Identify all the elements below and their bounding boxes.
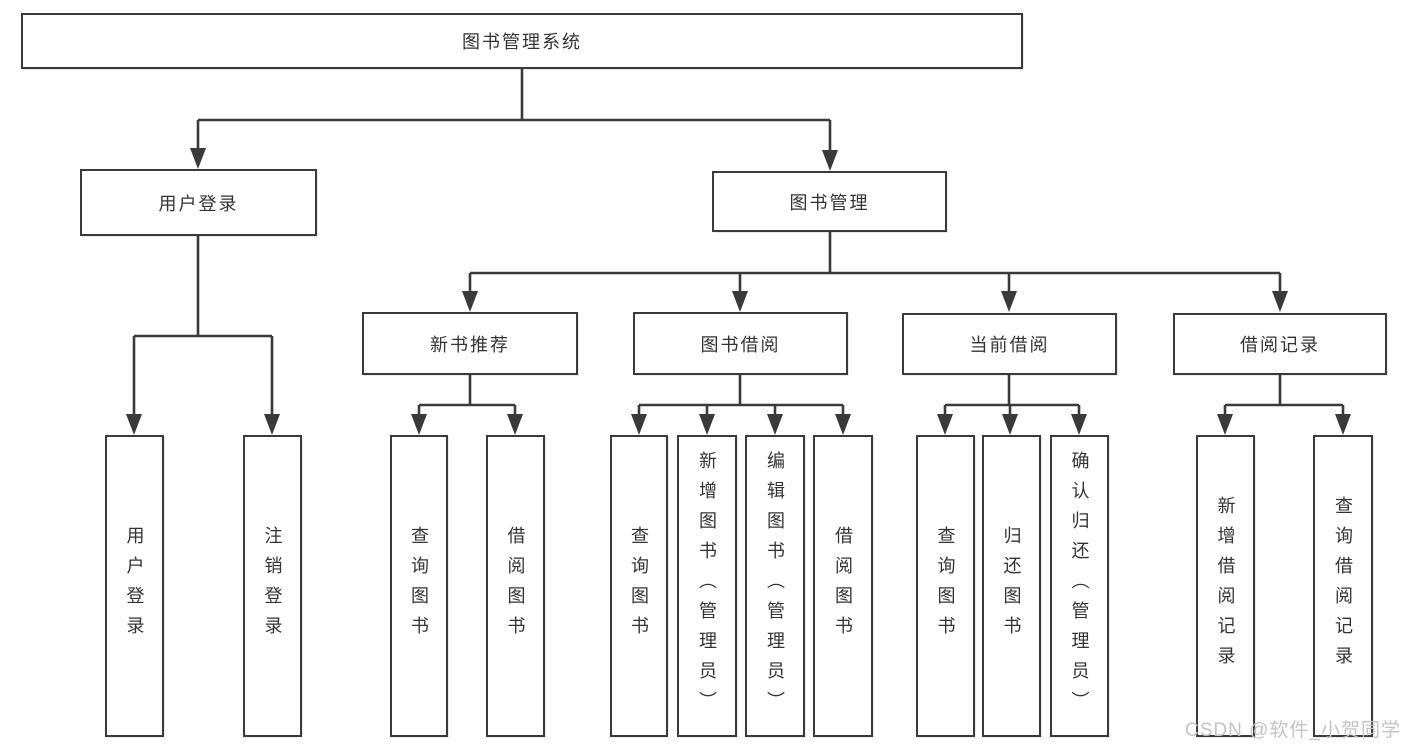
node-current-borrowing: 当前借阅 [902,313,1117,375]
connector-current-borrow-to-leaves [943,375,1081,416]
connector-root-to-level2 [196,69,832,151]
leaf-borrow-books-recommend: 借阅图书 [486,435,545,737]
leaf-query-borrow-record: 查询借阅记录 [1313,435,1373,737]
leaf-label: 查询借阅记录 [1333,496,1353,676]
arrowhead [835,414,851,435]
leaf-confirm-return-admin: 确认归还（管理员） [1050,435,1109,737]
leaf-return-books: 归还图书 [982,435,1041,737]
arrowhead [631,414,647,435]
node-book-management: 图书管理 [712,171,947,232]
arrowhead [462,291,478,312]
arrowhead [190,148,206,169]
arrowhead [1002,414,1018,435]
leaf-label: 查询图书 [409,526,429,646]
arrowhead [699,414,715,435]
leaf-logout: 注销登录 [243,435,302,737]
leaf-user-login: 用户登录 [105,435,164,737]
node-new-book-recommendation: 新书推荐 [362,312,578,375]
arrowhead [1217,414,1233,435]
arrowhead [767,414,783,435]
arrowhead [1001,291,1017,312]
leaf-label: 确认归还（管理员） [1069,451,1090,721]
leaf-label: 查询图书 [935,526,956,646]
leaf-label: 查询图书 [629,526,649,646]
node-book-borrowing: 图书借阅 [633,312,848,375]
connector-user-login-to-leaves [132,236,274,416]
leaf-query-books-current: 查询图书 [916,435,975,737]
connector-new-book-to-leaves [417,375,517,416]
arrowhead [507,414,523,435]
leaf-label: 注销登录 [262,526,283,646]
connector-book-borrow-to-leaves [637,375,845,416]
leaf-label: 借阅图书 [833,526,853,646]
leaf-label: 新增图书（管理员） [697,451,717,721]
leaf-borrow-books-borrowing: 借阅图书 [813,435,873,737]
connector-book-mgmt-to-level3 [468,232,1282,293]
arrowhead [126,414,142,435]
leaf-label: 新增借阅记录 [1215,496,1236,676]
leaf-add-borrow-record: 新增借阅记录 [1196,435,1255,737]
leaf-edit-books-admin: 编辑图书（管理员） [745,435,805,737]
arrowhead [732,291,748,312]
node-borrowing-records: 借阅记录 [1173,313,1387,375]
leaf-add-books-admin: 新增图书（管理员） [677,435,737,737]
leaf-label: 归还图书 [1001,526,1022,646]
arrowhead [1335,414,1351,435]
leaf-query-books-borrowing: 查询图书 [610,435,668,737]
arrowhead [937,414,953,435]
leaf-label: 借阅图书 [505,526,526,646]
arrowhead [411,414,427,435]
csdn-watermark: CSDN @软件_小贺同学 [1185,720,1401,741]
connector-borrow-records-to-leaves [1223,375,1345,416]
node-library-management-system: 图书管理系统 [21,13,1023,69]
leaf-query-books-recommend: 查询图书 [390,435,448,737]
arrowhead [1272,291,1288,312]
leaf-label: 编辑图书（管理员） [765,451,785,721]
arrowhead [264,414,280,435]
arrowhead [822,150,838,171]
arrowhead [1071,414,1087,435]
leaf-label: 用户登录 [124,526,145,646]
node-user-login: 用户登录 [80,169,317,236]
